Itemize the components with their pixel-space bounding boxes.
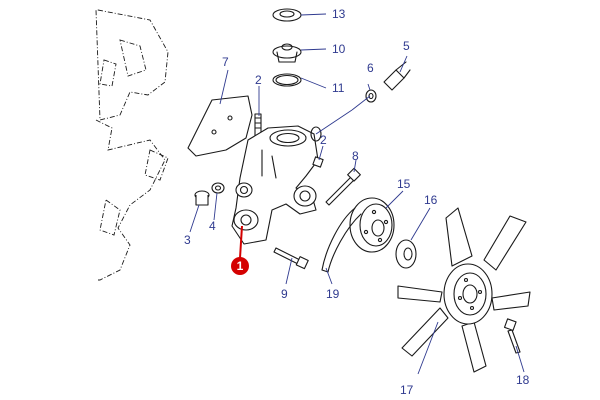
fan-bolt <box>503 318 521 354</box>
fan-spacer <box>395 239 417 269</box>
callout-7: 7 <box>222 55 229 69</box>
callout-13: 13 <box>332 7 346 21</box>
callout-1: 1 <box>237 259 244 273</box>
callout-18: 18 <box>516 373 530 387</box>
washer-6 <box>365 89 377 103</box>
callout-19: 19 <box>326 287 340 301</box>
callout-10: 10 <box>332 42 346 56</box>
pulley <box>349 197 395 253</box>
callout-17: 17 <box>400 383 414 397</box>
callout-2-right: 2 <box>320 133 327 147</box>
washer-4 <box>211 182 225 194</box>
callout-2-upper: 2 <box>255 73 262 87</box>
callout-9: 9 <box>281 287 288 301</box>
bolt-9 <box>273 247 309 270</box>
water-pump-housing <box>231 125 322 245</box>
callout-5: 5 <box>403 39 410 53</box>
callout-15: 15 <box>397 177 411 191</box>
thermostat <box>272 43 302 63</box>
gasket-ring <box>272 73 302 87</box>
drain-plug <box>194 190 210 206</box>
bolt-8 <box>325 167 361 206</box>
callout-11: 11 <box>332 81 345 95</box>
leader-lines <box>189 13 525 375</box>
highlight-callout-1: 1 <box>231 225 249 275</box>
callout-6: 6 <box>367 61 374 75</box>
callout-16: 16 <box>424 193 438 207</box>
thermostat-cover <box>272 8 302 22</box>
callout-4: 4 <box>209 219 216 233</box>
callout-3: 3 <box>184 233 191 247</box>
engine-block-outline <box>95 9 169 281</box>
temperature-sensor <box>383 61 411 91</box>
cooling-fan <box>397 207 531 373</box>
highlight-marker <box>231 257 249 275</box>
callout-8: 8 <box>352 149 359 163</box>
gasket-plate <box>187 95 253 157</box>
callout-labels: 13 10 11 7 2 2 6 5 8 15 16 3 4 9 19 17 1… <box>184 7 530 397</box>
